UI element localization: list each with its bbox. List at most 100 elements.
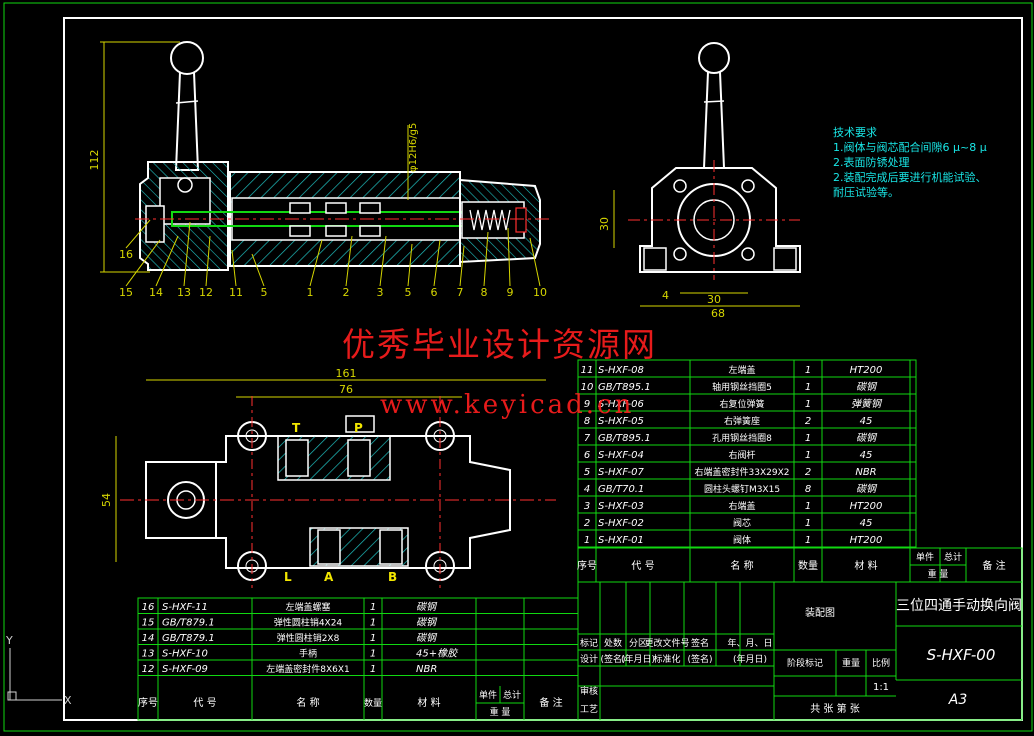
ucs-axis-icon: Y X [5,634,72,707]
bom-upper-cell: 1 [805,382,811,393]
bom-lower-cell: 弹性圆柱销2X8 [277,632,340,644]
bom-upper-cell: 轴用钢丝挡圈5 [712,381,772,393]
bom-upper-cell: 弹簧钢 [851,398,883,410]
tb-change-cell: 处数 [604,637,622,649]
bom-lower-header-mat: 材 料 [417,696,440,709]
tb-drawing-no: S-HXF-00 [927,646,996,664]
tb-design-cell: 标准化 [653,653,680,665]
tb-change-cell: 标记 [580,637,598,649]
bom-lower-cell: 碳钢 [416,601,438,613]
technical-requirements: 技术要求 1.阀体与阀芯配合间隙6 μ~8 μ 2.表面防锈处理 2.装配完成后… [833,125,987,200]
port-a: A [324,570,334,584]
tb-design-cell: (签名) [600,653,625,665]
bom-upper-cell: 8 [805,484,811,495]
balloon-leader [379,235,387,287]
fit-tolerance: φ12H6/g5 [408,123,419,172]
ucs-y: Y [5,634,13,647]
bom-lower-cell: 1 [370,602,376,613]
tb-change-cell: 分区 [629,638,647,649]
tb-craft: 工艺 [580,704,598,715]
bom-upper-cell: 8 [584,416,590,427]
tb-stage: 阶段标记 [787,657,823,669]
balloon-leader [529,237,541,287]
bom-lower-cell: 1 [370,664,376,675]
tb-header-unit: 单件 [916,551,934,563]
bom-upper-cell: S-HXF-03 [598,501,644,512]
bom-upper-cell: 碳钢 [856,432,878,444]
bom-upper-cell: 10 [581,382,594,393]
bom-lower-header-remark: 备 注 [539,696,562,709]
bom-lower-cell: 左端盖螺塞 [285,601,330,613]
balloon-label: 8 [481,286,488,299]
bom-lower-cell: 45+橡胶 [416,648,459,660]
tb-label: 装配图 [805,606,835,619]
bom-upper-cell: S-HXF-07 [598,467,645,478]
bom-upper-cell: 2 [805,467,811,478]
bom-upper-cell: 1 [805,450,811,461]
bom-upper-cell: 右复位弹簧 [719,398,764,410]
balloon-leader [459,245,465,287]
dim-30-vertical: 30 [598,217,611,231]
balloon-label: 15 [119,286,133,299]
bom-upper-cell: 1 [805,535,811,546]
balloon-label: 5 [405,286,412,299]
bom-lower-grid [137,597,579,721]
tb-change-cell: 更改文件号 [644,637,689,649]
watermark-site-name: 优秀毕业设计资源网 [342,325,657,364]
bom-lower-cell: S-HXF-09 [162,664,208,675]
tb-design-cell: 设计 [580,653,598,665]
bom-upper-cell: S-HXF-05 [598,416,644,427]
bom-upper-cell: GB/T895.1 [598,382,651,393]
bom-lower-cell: 左端盖密封件8X6X1 [266,663,350,675]
dim-4: 4 [662,289,669,302]
bom-lower-header-unit: 单件 [479,689,497,701]
balloon-label: 14 [149,286,163,299]
bom-lower-cell: S-HXF-10 [162,649,208,660]
bom-upper-cell: 碳钢 [856,381,878,393]
tech-note-4: 耐压试验等。 [833,186,899,199]
dim-68: 68 [711,307,725,320]
bom-lower-cell: 1 [370,618,376,629]
tb-design-cell: (签名) [687,653,712,665]
bom-upper-cell: 1 [805,501,811,512]
bom-lower-header-qty: 数量 [364,697,382,709]
tb-change-row: 标记处数分区更改文件号签名年、月、日 [580,637,773,649]
tb-header-mat: 材 料 [854,559,877,572]
balloon-label: 12 [199,286,213,299]
bom-upper-cell: GB/T70.1 [598,484,644,495]
tb-scale: 1:1 [873,682,889,693]
bom-upper-cell: 6 [584,450,590,461]
tb-header-total: 总计 [944,551,962,563]
tb-header-remark: 备 注 [982,559,1005,572]
tb-wt: 重量 [842,657,860,669]
bom-upper-cell: 左端盖 [728,364,755,376]
bom-lower-cell: NBR [416,664,437,675]
bom-lower-header-code: 代 号 [193,697,216,709]
balloon-label: 10 [533,286,547,299]
watermark-url: www.keyicad.cn [380,390,635,420]
bom-lower-cell: 15 [142,618,155,629]
bom-upper-cell: S-HXF-06 [598,399,644,410]
outer-border [3,2,1033,732]
bom-lower-cell: 弹性圆柱销4X24 [274,617,343,629]
balloon-leader [309,239,323,287]
balloon-label: 5 [261,286,268,299]
dim-112: 112 [88,150,101,171]
bom-upper-cell: 阀体 [733,534,751,546]
balloon-label: 9 [507,286,514,299]
bom-lower-cell: GB/T879.1 [162,618,215,629]
balloon-leader [205,235,211,287]
balloon-leader [251,253,265,287]
tb-sheet-size: A3 [948,692,967,708]
tb-design-row: 设计(签名)(年月日)标准化(签名)(年月日) [580,653,767,665]
balloon-label: 13 [177,286,191,299]
tb-design-cell: (年月日) [733,653,767,665]
bom-lower-cell: 14 [142,633,155,644]
bom-upper-cell: 1 [805,365,811,376]
bom-upper-cell: 2 [805,416,811,427]
balloon-label: 6 [431,286,438,299]
dim-54: 54 [100,493,113,507]
